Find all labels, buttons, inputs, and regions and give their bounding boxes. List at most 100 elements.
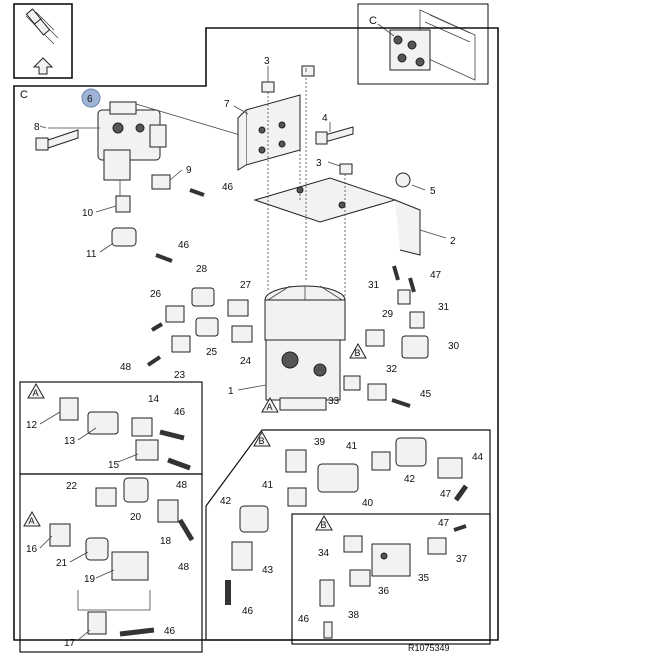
callout-labels: 1 2 3 3 4 5 7 8 9 10 11 12 13 14 15 16 1…	[26, 56, 484, 649]
callout-41: 41	[262, 480, 274, 491]
callout-5: 5	[430, 186, 436, 197]
callout-44: 44	[472, 452, 484, 463]
leader-lines	[39, 66, 447, 641]
callout-1: 1	[228, 386, 234, 397]
parts-box-a2	[49, 477, 195, 637]
callout-37: 37	[456, 554, 468, 565]
callout-36: 36	[378, 586, 390, 597]
parts-box-b2	[319, 524, 467, 639]
fittings-right	[343, 265, 429, 408]
callout-47: 47	[430, 270, 442, 281]
svg-text:A: A	[267, 402, 273, 412]
section-marker-b3: B	[315, 514, 333, 531]
fitting-9	[151, 174, 205, 197]
callout-20: 20	[130, 512, 142, 523]
callout-16: 16	[26, 544, 38, 555]
callout-34: 34	[318, 548, 330, 559]
callout-35: 35	[418, 573, 430, 584]
svg-text:B: B	[259, 436, 265, 446]
orientation-icon	[13, 3, 73, 79]
callout-40: 40	[362, 498, 374, 509]
detail-box-b2	[291, 513, 491, 645]
callout-46: 46	[222, 182, 234, 193]
detail-box-a2	[19, 473, 203, 653]
parts-box-b1	[225, 437, 469, 605]
section-marker-a2: A	[23, 510, 41, 527]
callout-29: 29	[382, 309, 394, 320]
callout-46: 46	[174, 407, 186, 418]
callout-12: 12	[26, 420, 38, 431]
callout-42: 42	[220, 496, 232, 507]
nut-5	[395, 172, 411, 188]
callout-46: 46	[164, 626, 176, 637]
callout-26: 26	[150, 289, 162, 300]
callout-43: 43	[262, 565, 274, 576]
main-frame	[13, 27, 499, 641]
fittings-left	[146, 287, 253, 367]
section-marker-b1: B	[349, 342, 367, 359]
view-label-inset: C	[369, 15, 377, 27]
detail-box-b1	[205, 429, 491, 641]
callout-48: 48	[178, 562, 190, 573]
bracket-plate-2	[253, 177, 421, 256]
callout-42: 42	[404, 474, 416, 485]
view-label-main: C	[20, 89, 28, 101]
parts-box-a1	[59, 397, 191, 471]
callout-28: 28	[196, 264, 208, 275]
drawing-id: R1075349	[408, 643, 450, 653]
callout-48: 48	[176, 480, 188, 491]
callout-2: 2	[450, 236, 456, 247]
svg-text:B: B	[355, 348, 361, 358]
section-marker-a3: A	[261, 396, 279, 413]
callout-3: 3	[264, 56, 270, 67]
callout-31: 31	[438, 302, 450, 313]
callout-27: 27	[240, 280, 252, 291]
fitting-10	[115, 180, 131, 213]
callout-22: 22	[66, 481, 78, 492]
callout-46: 46	[242, 606, 254, 617]
section-marker-b2: B	[253, 430, 271, 447]
callout-23: 23	[174, 370, 186, 381]
callout-48: 48	[120, 362, 132, 373]
callout-41: 41	[346, 441, 358, 452]
callout-14: 14	[148, 394, 160, 405]
callout-3: 3	[316, 158, 322, 169]
bolt-4	[315, 126, 354, 145]
callout-25: 25	[206, 347, 218, 358]
callout-47: 47	[440, 489, 452, 500]
bracket-7	[237, 94, 301, 171]
marked-callout-label: 6	[87, 94, 93, 105]
callout-21: 21	[56, 558, 68, 569]
callout-4: 4	[322, 113, 328, 124]
callout-46: 46	[298, 614, 310, 625]
callout-46: 46	[178, 240, 190, 251]
bolt-8	[35, 127, 100, 151]
callout-9: 9	[186, 165, 192, 176]
elbow-11	[111, 227, 173, 263]
callout-18: 18	[160, 536, 172, 547]
callout-7: 7	[224, 99, 230, 110]
svg-text:A: A	[29, 516, 35, 526]
callout-30: 30	[448, 341, 460, 352]
main-valve-1	[264, 285, 346, 411]
svg-text:B: B	[321, 520, 327, 530]
callout-13: 13	[64, 436, 76, 447]
callout-39: 39	[314, 437, 326, 448]
svg-text:A: A	[33, 388, 39, 398]
marked-callout	[81, 88, 101, 108]
callout-32: 32	[386, 364, 398, 375]
valve-assembly-upper	[97, 101, 251, 181]
callout-45: 45	[420, 389, 432, 400]
callout-33: 33	[328, 396, 340, 407]
callout-17: 17	[64, 638, 76, 649]
section-marker-a1: A	[27, 382, 45, 399]
callout-38: 38	[348, 610, 360, 621]
vehicle-location-inset: C	[357, 3, 489, 85]
callout-24: 24	[240, 356, 252, 367]
callout-15: 15	[108, 460, 120, 471]
callout-11: 11	[86, 249, 97, 260]
callout-31: 31	[368, 280, 380, 291]
callout-47: 47	[438, 518, 450, 529]
